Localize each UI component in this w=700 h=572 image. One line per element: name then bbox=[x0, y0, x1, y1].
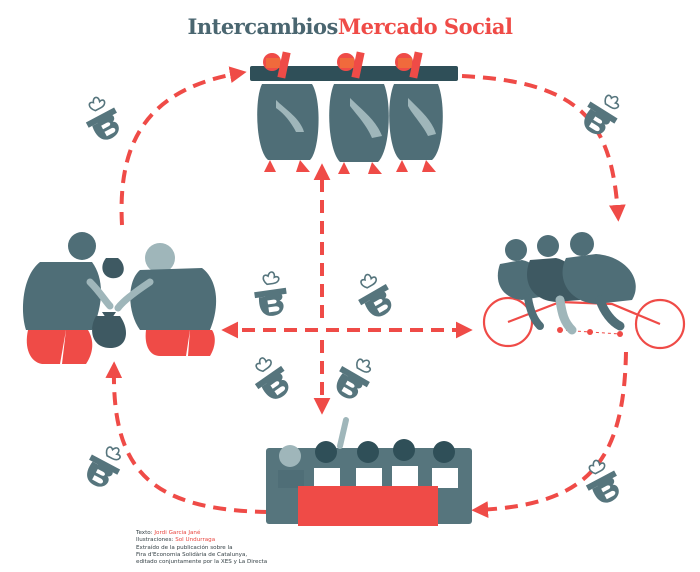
currency-coin-icon bbox=[243, 350, 297, 407]
title-mercado-social: Mercado Social bbox=[337, 14, 513, 39]
currency-coin-icon bbox=[78, 438, 130, 494]
tandem-bicycle-illustration bbox=[482, 232, 686, 350]
credits-text-line: Texto: Jordi Garcia Jané bbox=[136, 530, 306, 537]
exchange-people-illustration bbox=[22, 232, 217, 364]
arrow-right-to-bottom bbox=[471, 351, 628, 518]
arrow-bottom-to-left bbox=[105, 361, 269, 514]
currency-coin-icon bbox=[76, 91, 128, 147]
workers-carrying-beam-illustration bbox=[250, 51, 458, 174]
diagram-title: IntercambiosMercado Social bbox=[0, 14, 700, 39]
credits-block: Texto: Jordi Garcia Jané Ilustraciones: … bbox=[136, 530, 306, 566]
credits-source-line: editado conjuntamente por la XES y La Di… bbox=[136, 559, 268, 566]
currency-coin-icon bbox=[250, 269, 291, 319]
credits-source-line: Fira d'Economia Solidària de Catalunya, bbox=[136, 551, 248, 558]
credits-illustration-line: Ilustraciones: Sol Undurraga bbox=[136, 537, 306, 544]
currency-coin-icon bbox=[348, 267, 400, 324]
credits-text-author: Jordi Garcia Jané bbox=[154, 530, 201, 536]
currency-coin-icon bbox=[576, 454, 628, 510]
assembly-table-illustration bbox=[266, 417, 472, 526]
credits-source-line: Extraído de la publicación sobre la bbox=[136, 544, 233, 551]
credits-text-label: Texto: bbox=[136, 530, 153, 536]
currency-coin-icon bbox=[328, 349, 380, 406]
flow-arrows bbox=[105, 66, 628, 518]
arrow-top-to-right bbox=[461, 74, 626, 222]
credits-illustration-label: Ilustraciones: bbox=[136, 537, 174, 544]
arrow-left-to-top bbox=[119, 66, 247, 226]
title-intercambios: Intercambios bbox=[187, 14, 339, 39]
credits-illustration-author: Sol Undurraga bbox=[175, 537, 216, 544]
